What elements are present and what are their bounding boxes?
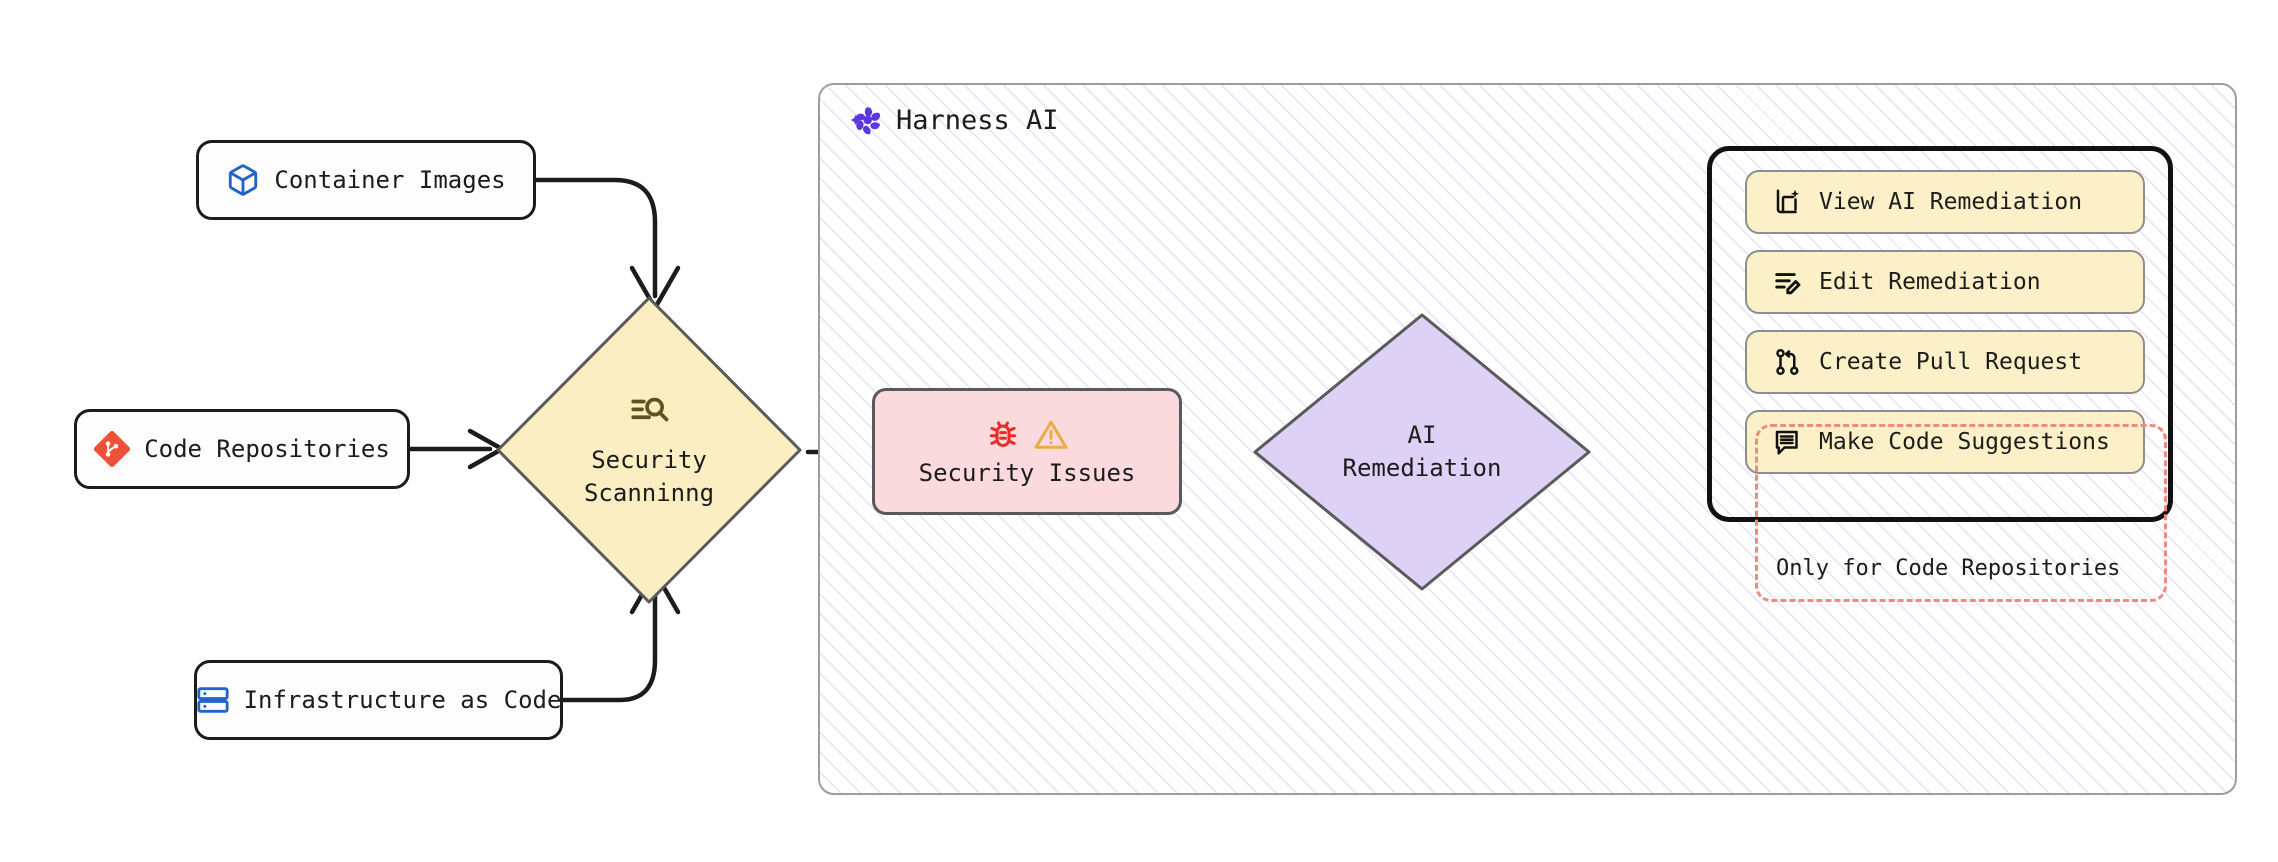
node-label: Code Repositories — [144, 435, 390, 463]
diamond-line-1: Security — [591, 446, 707, 475]
action-label: Edit Remediation — [1819, 269, 2041, 295]
harness-ai-title: Harness AI — [896, 104, 1059, 136]
node-label: Security Issues — [918, 458, 1136, 487]
node-security-issues[interactable]: Security Issues — [872, 388, 1182, 515]
warning-triangle-icon — [1034, 420, 1068, 449]
diamond-label-group: AI Remediation — [1248, 308, 1596, 596]
server-stack-icon — [196, 687, 229, 713]
node-label: Infrastructure as Code — [243, 686, 562, 714]
diamond-line-1: AI — [1407, 421, 1437, 450]
edit-remediation-button[interactable]: Edit Remediation — [1745, 250, 2145, 314]
comment-lines-icon — [1775, 430, 1798, 455]
action-label: Create Pull Request — [1819, 349, 2083, 375]
harness-logo-icon — [850, 107, 881, 135]
pull-request-icon — [1776, 348, 1799, 376]
cube-icon — [229, 164, 258, 196]
bug-icon — [989, 421, 1017, 447]
action-label: View AI Remediation — [1819, 189, 2083, 215]
edit-lines-pencil-icon — [1775, 273, 1801, 295]
git-icon — [94, 431, 131, 467]
diamond-label-group: Security Scanninng — [490, 290, 808, 610]
code-repositories-only-caption: Only for Code Repositories — [1776, 556, 2121, 581]
view-ai-remediation-button[interactable]: View AI Remediation — [1745, 170, 2145, 234]
diamond-line-2: Scanninng — [583, 479, 715, 507]
node-container-images[interactable]: Container Images — [196, 140, 536, 220]
diamond-shape — [1253, 313, 1591, 591]
ai-document-icon — [1776, 189, 1799, 214]
node-ai-remediation[interactable]: AI Remediation — [1248, 308, 1596, 596]
harness-ai-title-group: Harness AI — [850, 103, 1059, 137]
scan-search-icon — [631, 398, 669, 422]
node-label: Container Images — [274, 166, 506, 194]
node-security-scanning[interactable]: Security Scanninng — [490, 290, 808, 610]
diamond-line-2: Remediation — [1342, 454, 1502, 482]
make-code-suggestions-button[interactable]: Make Code Suggestions — [1745, 410, 2145, 474]
ai-actions-list: View AI Remediation Edit Remediation — [1745, 170, 2145, 474]
edge-container-images-to-scan — [532, 177, 658, 299]
create-pull-request-button[interactable]: Create Pull Request — [1745, 330, 2145, 394]
node-code-repositories[interactable]: Code Repositories — [74, 409, 410, 489]
ai-actions-panel: View AI Remediation Edit Remediation — [1707, 146, 2173, 522]
action-label: Make Code Suggestions — [1819, 429, 2110, 455]
node-infrastructure-as-code[interactable]: Infrastructure as Code — [194, 660, 563, 740]
issue-icon-group — [985, 417, 1069, 453]
